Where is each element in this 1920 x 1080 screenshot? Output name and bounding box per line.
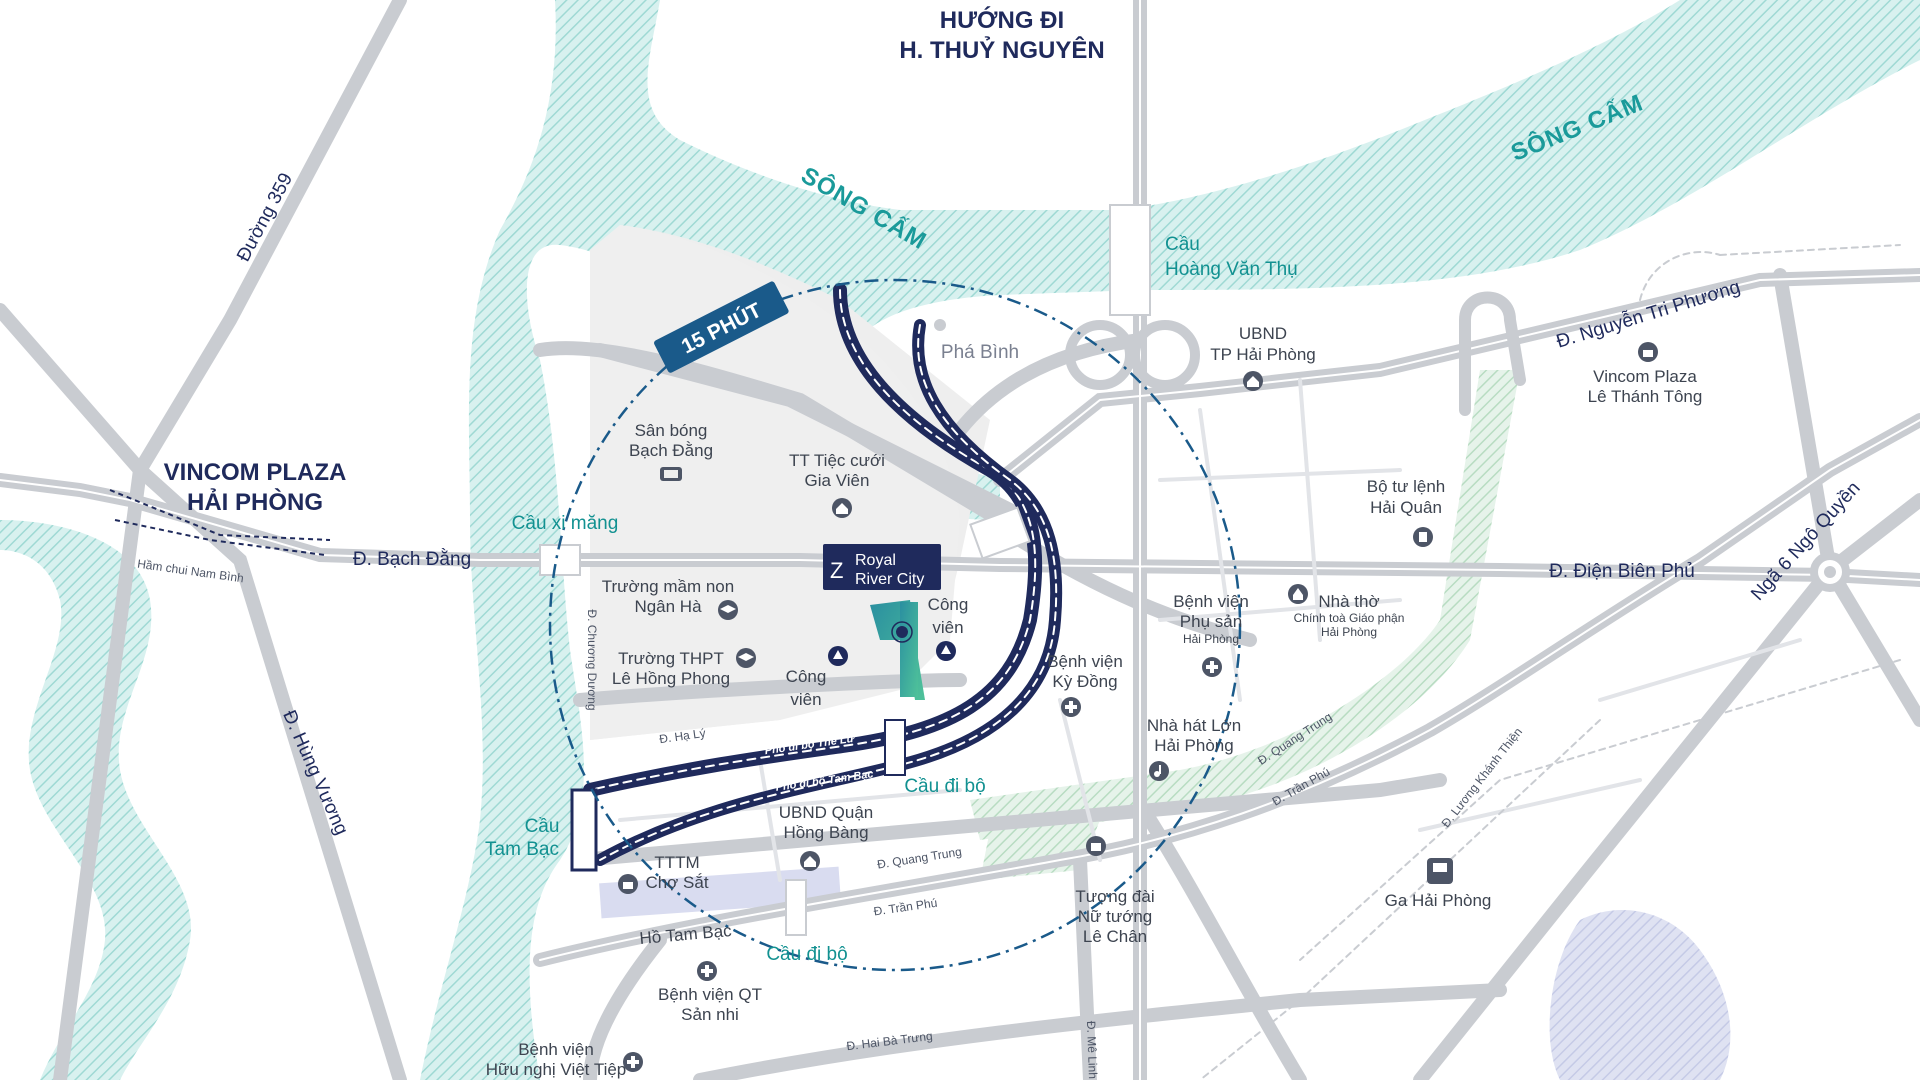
vincom-plaza-hp-2: HẢI PHÒNG	[187, 487, 323, 516]
svg-text:TTTM: TTTM	[654, 853, 699, 872]
road-pho-tam-bac: Phố đi bộ Tam Bạc	[775, 768, 874, 794]
place-pha-binh: Phá Bình	[941, 342, 1019, 363]
ham-chui-tunnel	[109, 489, 331, 556]
svg-text:Hữu nghị Việt Tiệp: Hữu nghị Việt Tiệp	[486, 1060, 627, 1079]
music-icon	[1149, 761, 1169, 781]
home-icon	[832, 498, 852, 518]
road-chuong-duong: Đ. Chương Dương	[585, 609, 599, 710]
road-ham-chui: Hầm chui Nam Bình	[136, 557, 244, 586]
svg-text:Hồng Bàng: Hồng Bàng	[783, 823, 868, 842]
bridge-tam-bac-1: Cầu	[525, 816, 560, 837]
road-nguyen-tri-phuong: Đ. Nguyễn Tri Phương	[1554, 276, 1743, 353]
road-dien-bien-phu: Đ. Điện Biên Phủ	[1549, 561, 1695, 582]
svg-text:Hải Quân: Hải Quân	[1370, 498, 1442, 517]
svg-text:Bệnh viện QT: Bệnh viện QT	[658, 985, 762, 1004]
svg-text:Gia Viên: Gia Viên	[805, 471, 870, 490]
svg-text:Z: Z	[830, 558, 843, 583]
train-icon	[1427, 858, 1453, 884]
vincom-plaza-hp-1: VINCOM PLAZA	[164, 459, 347, 486]
svg-text:Ngân Hà: Ngân Hà	[634, 597, 702, 616]
road-quang-trung-left: Đ. Quang Trung	[876, 844, 963, 871]
school-icon	[718, 600, 738, 620]
svg-text:Chợ Sắt: Chợ Sắt	[645, 873, 708, 892]
svg-text:Ga Hải Phòng: Ga Hải Phòng	[1385, 891, 1492, 910]
hospital-icon	[1202, 657, 1222, 677]
school-icon	[736, 648, 756, 668]
svg-text:Tượng đài: Tượng đài	[1075, 887, 1154, 906]
home-icon	[800, 851, 820, 871]
svg-text:Royal: Royal	[855, 552, 896, 569]
tree-icon	[936, 641, 956, 661]
svg-text:Công: Công	[786, 667, 827, 686]
royal-river-city-site[interactable]	[870, 600, 925, 700]
hospital-icon	[697, 961, 717, 981]
bridge-hvt-2: Hoàng Văn Thụ	[1165, 259, 1298, 280]
svg-text:Sân bóng: Sân bóng	[635, 421, 708, 440]
svg-text:Bạch Đằng: Bạch Đằng	[629, 441, 713, 460]
15-minute-radius	[548, 278, 1242, 972]
svg-text:Công: Công	[928, 595, 969, 614]
svg-text:Bệnh viện: Bệnh viện	[1173, 592, 1249, 611]
green-strip	[970, 370, 1520, 840]
svg-text:Hải Phòng: Hải Phòng	[1321, 625, 1377, 639]
shield-icon	[1413, 527, 1433, 547]
bridge-xi-mang: Cầu xi măng	[512, 513, 619, 534]
bridges	[539, 204, 1151, 936]
svg-text:Phụ sản: Phụ sản	[1180, 612, 1242, 631]
bridge-tam-bac-2: Tam Bạc	[485, 839, 559, 860]
bridge-hvt-1: Cầu	[1165, 234, 1200, 255]
bridge-di-bo-2: Cầu đi bộ	[766, 944, 847, 965]
bag-icon	[618, 874, 638, 894]
svg-text:Nhà hát Lớn: Nhà hát Lớn	[1147, 716, 1241, 735]
royal-river-city-logo: Royal River City Z	[823, 544, 941, 590]
svg-text:TP Hải Phòng: TP Hải Phòng	[1210, 345, 1316, 364]
svg-text:River City: River City	[855, 571, 924, 588]
road-me-linh: Đ. Mê Linh	[1084, 1021, 1100, 1079]
svg-text:Chính toà Giáo phận: Chính toà Giáo phận	[1294, 611, 1405, 625]
bridge-di-bo-1: Cầu đi bộ	[904, 776, 985, 797]
svg-text:Sản nhi: Sản nhi	[681, 1005, 739, 1024]
svg-text:UBND Quận: UBND Quận	[779, 803, 873, 822]
stadium-icon	[660, 467, 682, 481]
monument-icon	[1086, 836, 1106, 856]
svg-text:Nữ tướng: Nữ tướng	[1078, 907, 1153, 926]
direction-title-2: H. THUỶ NGUYÊN	[899, 35, 1104, 64]
svg-text:Trường mầm non: Trường mầm non	[602, 577, 734, 596]
svg-text:Hồ Tam Bạc: Hồ Tam Bạc	[639, 921, 733, 948]
svg-text:Lê Hồng Phong: Lê Hồng Phong	[612, 669, 730, 688]
svg-text:UBND: UBND	[1239, 324, 1287, 343]
svg-text:Kỳ Đồng: Kỳ Đồng	[1052, 672, 1117, 691]
road-ha-ly: Đ. Hạ Lý	[658, 726, 706, 746]
hospital-icon	[623, 1052, 643, 1072]
svg-text:Bệnh viện: Bệnh viện	[1047, 652, 1123, 671]
tree-icon	[828, 646, 848, 666]
church-icon	[1288, 584, 1308, 604]
svg-text:Vincom Plaza: Vincom Plaza	[1593, 367, 1697, 386]
svg-text:Nhà thờ: Nhà thờ	[1318, 592, 1379, 611]
walking-streets	[583, 283, 1063, 866]
hospital-icon	[1061, 697, 1081, 717]
svg-text:Lê Thánh Tông: Lê Thánh Tông	[1588, 387, 1703, 406]
home-icon	[1243, 371, 1263, 391]
svg-text:viên: viên	[932, 618, 963, 637]
bag-icon	[1638, 342, 1658, 362]
svg-text:TT Tiệc cưới: TT Tiệc cưới	[789, 451, 885, 470]
road-bach-dang: Đ. Bạch Đằng	[353, 548, 471, 570]
svg-text:Lê Chân: Lê Chân	[1083, 927, 1147, 946]
road-tran-phu-left: Đ. Trần Phú	[873, 896, 938, 919]
svg-text:Trường THPT: Trường THPT	[618, 649, 724, 668]
svg-text:viên: viên	[790, 690, 821, 709]
svg-text:Hải Phòng: Hải Phòng	[1154, 736, 1233, 755]
svg-text:Bộ tư lệnh: Bộ tư lệnh	[1367, 477, 1445, 496]
svg-text:Bệnh viện: Bệnh viện	[518, 1040, 594, 1059]
direction-title-1: HƯỚNG ĐI	[940, 6, 1064, 34]
svg-text:Hải Phòng: Hải Phòng	[1183, 632, 1239, 646]
